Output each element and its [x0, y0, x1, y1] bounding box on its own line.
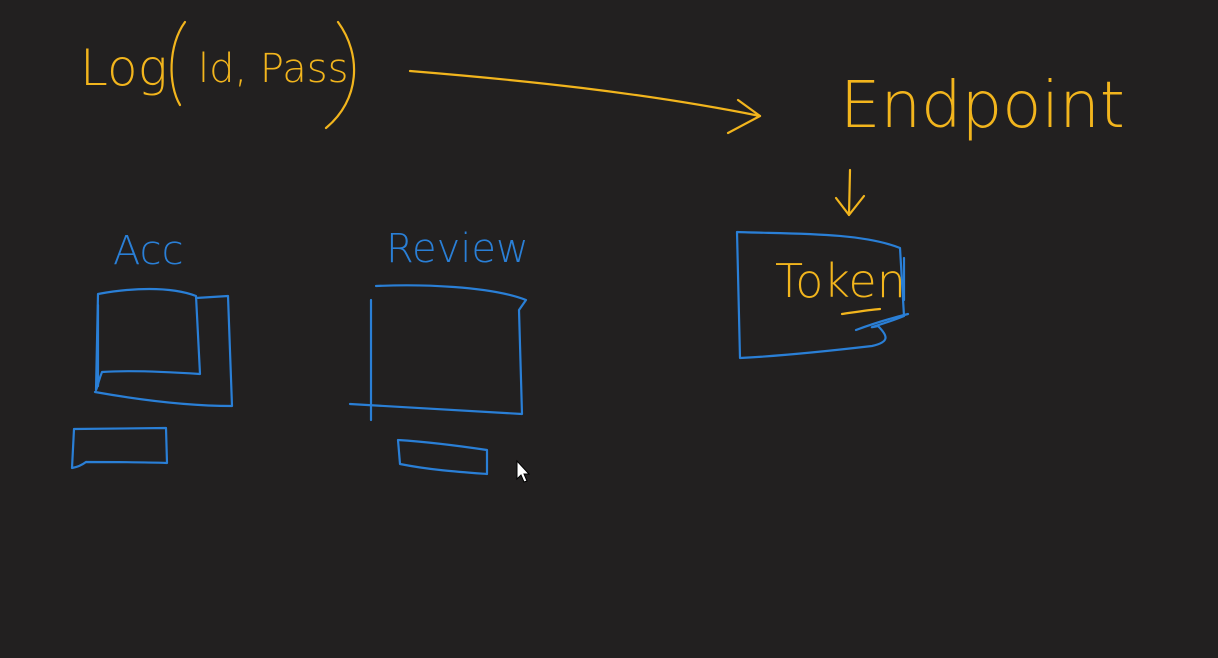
log-args-label: ld, Pass — [198, 46, 348, 92]
down-arrow-head — [834, 194, 866, 217]
arrow-to-token — [834, 168, 866, 217]
review-label: Review — [386, 226, 529, 272]
acc-outer-panel — [93, 294, 234, 408]
arrow-shaft — [408, 69, 762, 118]
acc-section: Acc — [70, 228, 234, 470]
endpoint-label: Endpoint — [840, 69, 1125, 143]
review-section: Review — [348, 226, 529, 476]
mouse-pointer-icon — [516, 459, 531, 483]
log-call-group: Log ld, Pass — [80, 20, 356, 130]
review-button-outline — [396, 438, 489, 476]
log-label: Log — [80, 39, 168, 97]
arrow-to-endpoint — [408, 69, 762, 135]
token-box-flap — [854, 312, 910, 332]
acc-button-outline — [70, 426, 169, 470]
arrow-head — [726, 98, 762, 135]
acc-label: Acc — [113, 228, 184, 274]
token-label: Token — [775, 254, 906, 308]
token-box: Token — [735, 230, 910, 360]
close-paren-stroke — [324, 20, 356, 130]
token-box-outline — [735, 230, 906, 360]
token-underline — [840, 307, 882, 316]
down-arrow-shaft — [847, 168, 852, 217]
review-panel-outline — [348, 284, 528, 416]
open-paren-stroke — [170, 20, 187, 107]
